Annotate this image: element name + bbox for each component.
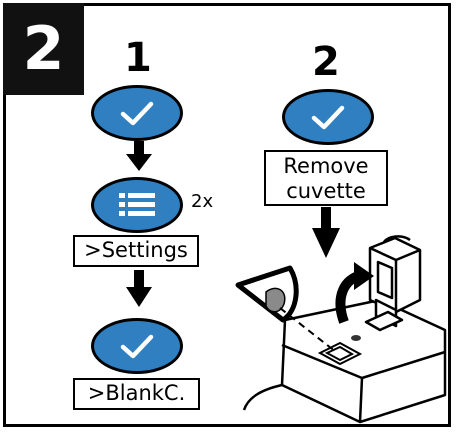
confirm-button-3[interactable]: [282, 89, 374, 145]
menu-icon: [119, 193, 155, 216]
repeat-count: 2x: [191, 191, 214, 212]
down-arrow-icon: [126, 141, 152, 171]
check-icon: [120, 101, 154, 126]
remove-label-line1: Remove: [283, 154, 369, 178]
check-icon: [120, 334, 154, 359]
blank-label: >BlankC.: [73, 378, 200, 410]
curved-arrow-icon: [335, 262, 374, 324]
remove-label-line2: cuvette: [286, 179, 366, 203]
indicator-dot: [351, 335, 361, 341]
remove-cuvette-label: Remove cuvette: [264, 150, 388, 206]
right-column-number: 2: [312, 39, 340, 85]
step-badge: 2: [3, 3, 84, 95]
eye-icon: [235, 265, 299, 323]
settings-label: >Settings: [73, 235, 199, 267]
menu-button[interactable]: [91, 177, 183, 233]
confirm-button-1[interactable]: [91, 85, 183, 141]
down-arrow-icon: [126, 270, 152, 307]
down-arrow-icon: [312, 207, 340, 258]
left-column-number: 1: [124, 35, 152, 81]
confirm-button-2[interactable]: [91, 318, 183, 374]
cuvette-icon: [364, 235, 422, 332]
check-icon: [311, 105, 345, 130]
